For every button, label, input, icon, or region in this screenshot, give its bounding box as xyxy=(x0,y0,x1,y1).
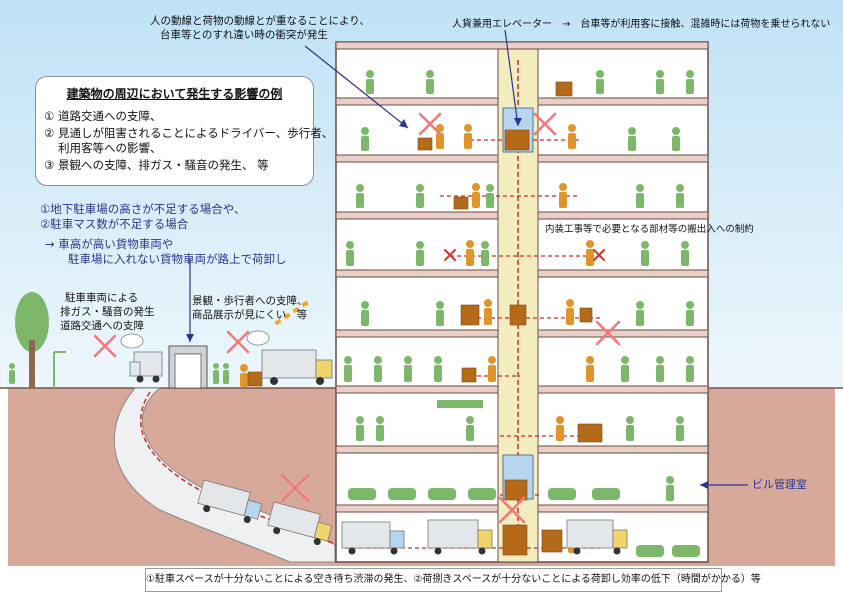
panel-title: 建築物の周辺において発生する影響の例 xyxy=(66,87,283,101)
conflict-crosses xyxy=(93,112,621,524)
street-left-line1: 駐車車両による xyxy=(65,292,139,304)
bottom-caption: ①駐車スペースが十分ないことによる空き待ち渋滞の発生、②荷捌きスペースが十分ない… xyxy=(145,568,761,592)
surrounding-impact-panel: 建築物の周辺において発生する影響の例 ① 道路交通への支障、 ② 見通しが阻害さ… xyxy=(35,76,333,186)
small-crosses xyxy=(444,249,605,261)
pedestrians xyxy=(9,363,229,384)
conflict-callout-line2: 台車等とのすれ違い時の衝突が発生 xyxy=(160,29,328,41)
panel-item-1: ① 道路交通への支障、 xyxy=(44,109,162,123)
parking-issue-line3: → 車高が高い貨物車両や xyxy=(45,237,174,251)
parking-issue-line1: ①地下駐車場の高さが不足する場合や、 xyxy=(40,202,246,216)
elevator-callout: 人貨兼用エレベーター → 台車等が利用客に接触、混雑時には荷物を乗せられない xyxy=(452,19,831,30)
parking-issue-line4: 駐車場に入れない貨物車両が路上で荷卸し xyxy=(68,252,287,266)
street-left-line3: 道路交通への支障 xyxy=(60,320,144,332)
street-tree xyxy=(15,292,49,388)
street-lamp xyxy=(53,351,66,388)
panel-item-3: ③ 景観への支障、排ガス・騒音の発生、 等 xyxy=(44,158,269,172)
street-right-line1: 景観・歩行者への支障、 xyxy=(192,295,308,307)
parking-gate xyxy=(168,345,208,389)
street-right-line2: 商品展示が見にくい 等 xyxy=(192,309,308,321)
street-left-line2: 排ガス・騒音の発生 xyxy=(60,306,155,318)
people-figures xyxy=(344,70,694,501)
store-sign xyxy=(437,400,483,408)
conflict-callout-line1: 人の動線と荷物の動線とが重なることにより、 xyxy=(150,15,370,27)
panel-item-2-cont: 利用客等への影響、 xyxy=(58,141,162,155)
noise-mark xyxy=(274,300,309,326)
parking-issue-line2: ②駐車マス数が不足する場合 xyxy=(40,217,189,231)
trucks xyxy=(129,349,628,555)
interior-work-callout: 内装工事等で必要となる部材等の搬出入への制約 xyxy=(545,224,754,235)
callout-arrowheads xyxy=(186,118,708,489)
parked-cars xyxy=(348,488,700,557)
exhaust-clouds xyxy=(120,330,270,349)
panel-item-2: ② 見通しが阻害されることによるドライバー、歩行者、 xyxy=(44,126,334,140)
workers-with-carts xyxy=(171,81,603,556)
building-management-label: ビル管理室 xyxy=(752,478,807,491)
